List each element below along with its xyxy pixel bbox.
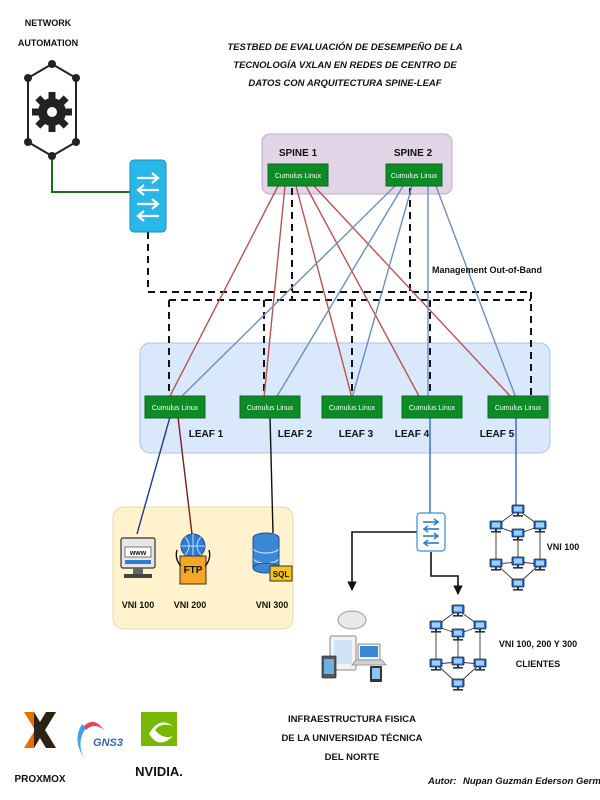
leaf-5-label: LEAF 5 — [480, 429, 515, 440]
svg-text:SQL: SQL — [273, 570, 290, 579]
svg-text:Cumulus Linux: Cumulus Linux — [275, 173, 322, 180]
svg-text:TESTBED DE EVALUACIÓN DE DESEM: TESTBED DE EVALUACIÓN DE DESEMPEÑO DE LA — [227, 41, 462, 53]
diagram-title: TESTBED DE EVALUACIÓN DE DESEMPEÑO DE LA… — [227, 41, 462, 89]
nvidia-logo: NVIDIA. — [135, 712, 183, 779]
service-vni200-label: VNI 200 — [174, 600, 207, 610]
clients-label-2: CLIENTES — [516, 659, 561, 669]
network-automation-label-2: AUTOMATION — [18, 38, 78, 48]
infra-label-1: INFRAESTRUCTURA FISICA — [288, 714, 416, 725]
author-prefix: Autor: — [427, 776, 457, 787]
service-vni100-label: VNI 100 — [122, 600, 155, 610]
svg-text:Cumulus Linux: Cumulus Linux — [495, 405, 542, 412]
ftp-server-icon: FTP — [175, 533, 211, 585]
infra-label-2: DE LA UNIVERSIDAD TÉCNICA — [281, 733, 422, 744]
svg-text:Cumulus Linux: Cumulus Linux — [152, 405, 199, 412]
leaf-1-device[interactable]: Cumulus Linux — [144, 395, 206, 419]
leaf-5-device[interactable]: Cumulus Linux — [487, 395, 549, 419]
svg-text:Cumulus Linux: Cumulus Linux — [329, 405, 376, 412]
svg-text:PROXMOX: PROXMOX — [14, 774, 65, 785]
leaf-downlinks — [136, 416, 517, 535]
svg-text:FTP: FTP — [184, 565, 203, 576]
service-vni300-label: VNI 300 — [256, 600, 289, 610]
infrastructure-icon — [321, 610, 387, 682]
spine-2-label: SPINE 2 — [394, 148, 433, 159]
spine-2-device[interactable]: Cumulus Linux — [385, 163, 443, 187]
router-links — [347, 531, 463, 595]
clients-label-1: VNI 100, 200 Y 300 — [499, 639, 577, 649]
spine-1-device[interactable]: Cumulus Linux — [267, 163, 329, 187]
leaf-1-label: LEAF 1 — [189, 429, 224, 440]
svg-text:Cumulus Linux: Cumulus Linux — [247, 405, 294, 412]
leaf-2-device[interactable]: Cumulus Linux — [239, 395, 301, 419]
network-automation-label: NETWORK — [25, 18, 72, 28]
svg-text:GNS3: GNS3 — [93, 737, 123, 749]
www-server-icon: www — [120, 537, 156, 578]
automation-link — [51, 160, 130, 193]
leaf-3-label: LEAF 3 — [339, 429, 374, 440]
network-automation-icon — [24, 60, 80, 160]
svg-text:Cumulus Linux: Cumulus Linux — [409, 405, 456, 412]
router-icon — [416, 512, 446, 552]
spine-1-label: SPINE 1 — [279, 148, 318, 159]
svg-text:Cumulus Linux: Cumulus Linux — [391, 173, 438, 180]
gns3-logo: GNS3 — [77, 721, 123, 758]
leaf-4-label: LEAF 4 — [395, 429, 430, 440]
leaf-3-device[interactable]: Cumulus Linux — [321, 395, 383, 419]
infra-label-3: DEL NORTE — [325, 752, 380, 763]
vni100-clients-mesh — [489, 504, 547, 592]
author-name: Nupan Guzmán Ederson Germán — [463, 776, 600, 787]
spine2-links — [179, 185, 517, 399]
svg-text:TECNOLOGÍA VXLAN EN REDES DE C: TECNOLOGÍA VXLAN EN REDES DE CENTRO DE — [233, 60, 457, 71]
leaf-4-device[interactable]: Cumulus Linux — [401, 395, 463, 419]
svg-text:DATOS CON ARQUITECTURA SPINE-L: DATOS CON ARQUITECTURA SPINE-LEAF — [248, 78, 441, 89]
proxmox-logo: PROXMOX — [14, 712, 66, 785]
management-switch-icon — [129, 159, 167, 233]
svg-text:NVIDIA.: NVIDIA. — [135, 764, 183, 779]
management-label: Management Out-of-Band — [432, 265, 542, 275]
svg-text:www: www — [129, 550, 147, 557]
sql-database-icon: SQL — [252, 532, 293, 582]
spine1-links — [168, 185, 513, 399]
vni-clients-mesh — [429, 604, 487, 692]
vni100-clients-label: VNI 100 — [547, 542, 580, 552]
leaf-2-label: LEAF 2 — [278, 429, 313, 440]
